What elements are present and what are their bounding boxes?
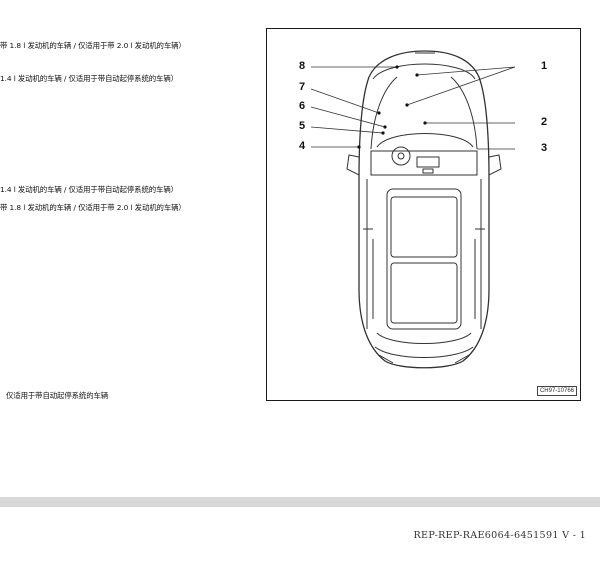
callout-5: 5 bbox=[299, 120, 306, 132]
callout-7: 7 bbox=[299, 81, 306, 93]
text-line-3: 1.4 l 发动机的车辆 / 仅适用于带自动起停系统的车辆） bbox=[0, 185, 178, 194]
text-line-2: 1.4 l 发动机的车辆 / 仅适用于带自动起停系统的车辆） bbox=[0, 74, 178, 83]
text-line-4: 带 1.8 l 发动机的车辆 / 仅适用于带 2.0 l 发动机的车辆） bbox=[0, 203, 186, 212]
callout-1: 1 bbox=[541, 60, 548, 72]
car-top-view-drawing bbox=[310, 50, 516, 369]
vehicle-diagram-figure: 8 7 6 5 4 1 2 3 CH97-10766 bbox=[266, 28, 581, 401]
callout-4: 4 bbox=[299, 140, 306, 152]
callout-6: 6 bbox=[299, 100, 306, 112]
callout-8: 8 bbox=[299, 60, 306, 72]
figure-code-label: CH97-10766 bbox=[536, 386, 577, 396]
callout-3: 3 bbox=[541, 142, 548, 154]
document-id-footer: REP-REP-RAE6064-6451591 V - 1 bbox=[413, 530, 586, 541]
footer-divider-band bbox=[0, 497, 600, 507]
text-line-1: 带 1.8 l 发动机的车辆 / 仅适用于带 2.0 l 发动机的车辆） bbox=[0, 41, 186, 50]
callout-2: 2 bbox=[541, 116, 548, 128]
text-line-5: 仅适用于带自动起停系统的车辆 bbox=[6, 391, 109, 400]
